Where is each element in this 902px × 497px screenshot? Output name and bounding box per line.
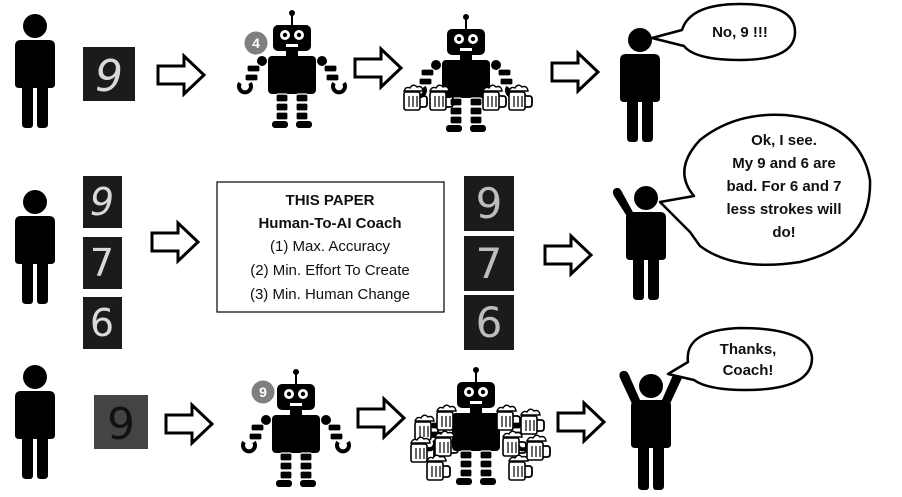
speech-line: less strokes will — [726, 201, 841, 218]
person-icon — [15, 190, 55, 304]
row-coach: 9 7 6 THIS PAPER Human-To-AI Coach (1) M… — [15, 113, 872, 350]
digit-label: 9 — [95, 51, 123, 102]
speech-bubble: No, 9 !!! — [650, 2, 797, 62]
person-celebrating-icon — [619, 370, 683, 490]
arrow-right-icon — [543, 234, 593, 276]
arrow-right-icon — [164, 403, 214, 445]
person-icon — [15, 365, 55, 479]
digit-tile: 9 — [83, 176, 122, 228]
beer-mug-icon — [426, 454, 451, 481]
digit-tile: 7 — [464, 236, 514, 291]
row-coached: 9 9 Thanks, Coach! — [15, 326, 814, 490]
prediction-badge: 9 — [250, 379, 276, 405]
digit-label: 6 — [476, 298, 503, 347]
robot-icon — [237, 8, 347, 130]
robot-icon — [411, 12, 521, 134]
digit-tile: 6 — [464, 295, 514, 350]
digit-label: 9 — [107, 399, 135, 450]
objective-item: (1) Max. Accuracy — [270, 238, 391, 255]
prediction-label: 9 — [259, 384, 267, 400]
beer-mug-icon — [526, 434, 551, 461]
speech-bubble: Thanks, Coach! — [666, 326, 814, 392]
person-icon — [620, 28, 660, 142]
digit-tile: 9 — [83, 47, 135, 102]
arrow-right-icon — [150, 221, 200, 263]
digit-label: 9 — [476, 179, 503, 228]
beer-mug-icon — [520, 408, 545, 435]
objective-item: (3) Min. Human Change — [250, 286, 410, 303]
digit-label: 7 — [90, 241, 114, 285]
speech-bubble: Ok, I see. My 9 and 6 are bad. For 6 and… — [658, 113, 872, 267]
digit-tile: 6 — [83, 297, 122, 349]
prediction-badge: 4 — [243, 30, 269, 56]
digit-label: 6 — [90, 301, 114, 345]
coach-box-title: THIS PAPER — [286, 192, 375, 209]
arrow-right-icon — [356, 397, 406, 439]
speech-line: Coach! — [723, 362, 774, 379]
beer-mug-icon — [496, 404, 521, 431]
speech-line: Thanks, — [720, 341, 777, 358]
objective-item: (2) Min. Effort To Create — [250, 262, 410, 279]
row-baseline: 9 4 No, 9 !!! — [15, 2, 797, 142]
arrow-right-icon — [550, 51, 600, 93]
digit-tile: 9 — [94, 395, 148, 450]
beer-mug-icon — [482, 84, 507, 111]
speech-line: No, 9 !!! — [712, 24, 768, 41]
speech-line: Ok, I see. — [751, 132, 817, 149]
arrow-right-icon — [156, 54, 206, 96]
coach-box-subtitle: Human-To-AI Coach — [258, 215, 401, 232]
speech-line: bad. For 6 and 7 — [726, 178, 841, 195]
person-raising-hand-icon — [612, 186, 666, 300]
person-icon — [15, 14, 55, 128]
digit-tile: 7 — [83, 237, 122, 289]
digit-label: 7 — [476, 239, 503, 288]
arrow-right-icon — [556, 401, 606, 443]
speech-line: do! — [772, 224, 795, 241]
prediction-label: 4 — [252, 35, 260, 51]
speech-line: My 9 and 6 are — [732, 155, 835, 172]
digit-label: 9 — [90, 180, 114, 224]
arrow-right-icon — [353, 47, 403, 89]
beer-mug-icon — [508, 84, 533, 111]
digit-tile: 9 — [464, 176, 514, 231]
coach-box: THIS PAPER Human-To-AI Coach (1) Max. Ac… — [216, 181, 445, 313]
